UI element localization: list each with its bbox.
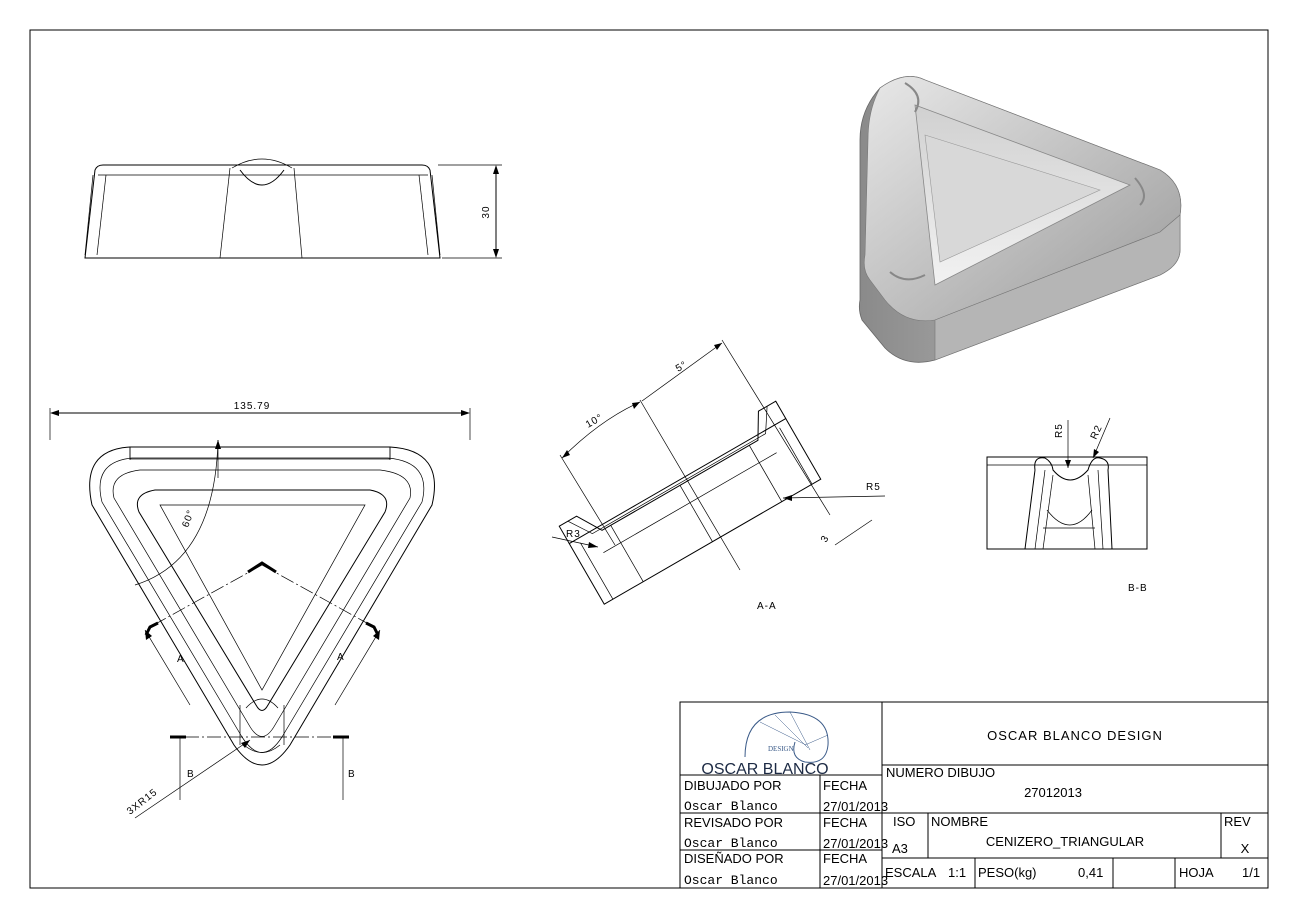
top-view: 135.79 A A B B 60°: [49, 401, 471, 819]
sheet-border: [29, 29, 1269, 889]
company-logo: DESIGN OSCAR BLANCO: [701, 711, 829, 778]
iso-value: A3: [892, 841, 908, 856]
drawn-by-label: DIBUJADO POR: [684, 778, 782, 793]
isometric-3d-view: [858, 76, 1182, 363]
rev-value: X: [1241, 841, 1250, 856]
sheet-label: HOJA: [1179, 865, 1214, 880]
weight-label: PESO(kg): [978, 865, 1037, 880]
logo-text: OSCAR BLANCO: [701, 761, 828, 778]
section-aa-dimensions: 10° 5° R3 R5 3 A-A: [551, 339, 886, 612]
section-aa-view: [558, 400, 822, 605]
front-view: 30: [84, 158, 502, 259]
section-bb-view: R5 R2 B-B: [986, 417, 1148, 594]
date-label-3: FECHA: [823, 851, 867, 866]
section-b-right-label: B: [348, 769, 356, 780]
angle-60-text: 60°: [180, 508, 197, 529]
date-label-1: FECHA: [823, 778, 867, 793]
name-value: CENIZERO_TRIANGULAR: [986, 834, 1144, 849]
bb-r2-text: R2: [1089, 423, 1105, 441]
logo-subtext: DESIGN: [768, 745, 794, 753]
bb-r5-text: R5: [1054, 423, 1065, 438]
date-value-1: 27/01/2013: [823, 799, 888, 814]
reviewed-by-value: Oscar Blanco: [684, 836, 778, 851]
height-dimension-text: 30: [481, 205, 492, 218]
scale-label: ESCALA: [885, 865, 937, 880]
angle-5-text: 5°: [674, 359, 690, 374]
date-value-2: 27/01/2013: [823, 836, 888, 851]
designed-by-label: DISEÑADO POR: [684, 851, 784, 866]
sheet-value: 1/1: [1242, 865, 1260, 880]
section-a-right-label: A: [337, 652, 345, 663]
r5-text: R5: [866, 482, 881, 493]
rev-label: REV: [1224, 814, 1251, 829]
section-b-left-label: B: [187, 769, 195, 780]
section-aa-label: A-A: [757, 601, 777, 612]
drawing-number-value: 27012013: [1024, 785, 1082, 800]
width-dimension-text: 135.79: [234, 401, 271, 412]
r3-text: R3: [566, 529, 581, 540]
scale-value: 1:1: [948, 865, 966, 880]
weight-value: 0,41: [1078, 865, 1103, 880]
date-value-3: 27/01/2013: [823, 873, 888, 888]
drawing-number-label: NUMERO DIBUJO: [886, 765, 995, 780]
date-label-2: FECHA: [823, 815, 867, 830]
section-bb-label: B-B: [1128, 583, 1148, 594]
title-block: DESIGN OSCAR BLANCO OSCAR BLANCO DESIGN …: [679, 701, 1269, 889]
drawn-by-value: Oscar Blanco: [684, 799, 778, 814]
company-name: OSCAR BLANCO DESIGN: [987, 728, 1163, 743]
section-a-left-label: A: [177, 654, 185, 665]
designed-by-value: Oscar Blanco: [684, 873, 778, 888]
name-label: NOMBRE: [931, 814, 988, 829]
iso-label: ISO: [893, 814, 915, 829]
thickness-3-text: 3: [819, 533, 832, 544]
reviewed-by-label: REVISADO POR: [684, 815, 783, 830]
angle-10-text: 10°: [584, 412, 605, 431]
